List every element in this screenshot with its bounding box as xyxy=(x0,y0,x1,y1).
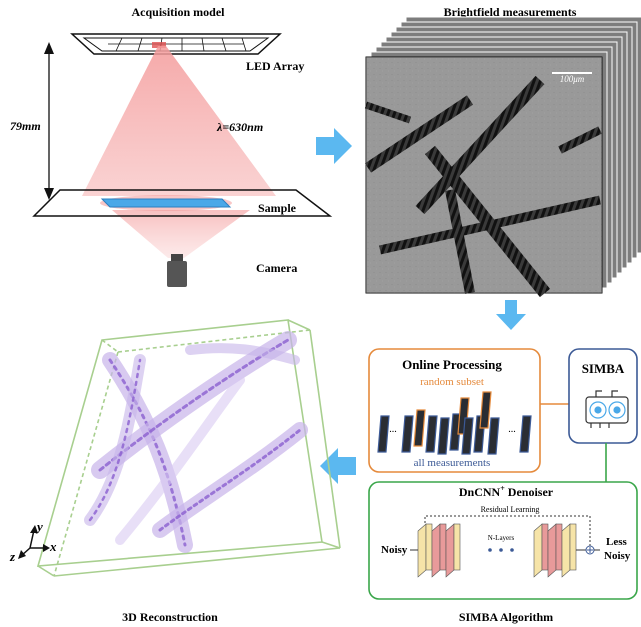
sample-stage xyxy=(32,189,333,217)
simba-label: SIMBA xyxy=(582,361,625,376)
scale-bar-label: 100μm xyxy=(560,74,585,84)
measurement-tiles xyxy=(377,391,532,455)
axis-z-label: z xyxy=(9,549,16,564)
less-label: Less xyxy=(606,536,628,548)
residual-label: Residual Learning xyxy=(481,505,540,514)
fiber-structures xyxy=(84,331,308,553)
cnn-layers: N-Layers xyxy=(417,523,577,578)
led-array xyxy=(70,33,282,55)
selected-measurement-tile xyxy=(479,391,492,429)
acquisition-title: Acquisition model xyxy=(131,5,225,19)
measurements-title: Brightfield measurements xyxy=(444,5,577,19)
axis-triad xyxy=(18,525,50,559)
distance-label: 79mm xyxy=(10,119,41,133)
algorithm-caption: SIMBA Algorithm xyxy=(459,610,553,624)
camera-label: Camera xyxy=(256,261,297,275)
random-subset-label: random subset xyxy=(420,376,484,388)
measurement-tile xyxy=(437,417,450,455)
front-measurement-image: 100μm xyxy=(364,56,603,298)
acquisition-panel: Acquisition model LED Array xyxy=(10,5,333,287)
ellipsis-left: ... xyxy=(389,424,397,435)
led-array-label: LED Array xyxy=(246,59,304,73)
measurement-tile xyxy=(461,417,474,455)
ellipsis-right: ... xyxy=(508,424,516,435)
arrow-right-icon xyxy=(316,128,352,164)
measurement-tile xyxy=(401,415,414,453)
camera-icon xyxy=(167,254,187,287)
illumination-cone xyxy=(82,46,276,196)
measurement-tile xyxy=(487,417,500,455)
residual-connection xyxy=(424,515,591,548)
noisy-input-label: Noisy xyxy=(381,544,408,556)
online-processing-title: Online Processing xyxy=(402,357,502,372)
layer-group-right xyxy=(533,523,577,578)
measurement-tile xyxy=(377,415,390,453)
sample-label: Sample xyxy=(258,201,297,215)
distance-arrow xyxy=(44,42,54,200)
layer-group-left xyxy=(417,523,461,578)
transmitted-cone xyxy=(112,210,250,258)
reconstruction-panel: y x z 3D Reconstruction xyxy=(9,319,341,624)
denoiser-title: DnCNN+ Denoiser xyxy=(459,484,554,499)
selected-measurement-tile xyxy=(413,409,426,447)
volume-box xyxy=(36,319,341,577)
axis-x-label: x xyxy=(49,539,57,554)
wavelength-label: λ=630nm xyxy=(216,120,263,134)
algorithm-panel: Online Processing random subset ... ... … xyxy=(368,348,638,624)
axis-y-label: y xyxy=(35,519,43,534)
sample-slide xyxy=(100,198,232,208)
reconstruction-caption: 3D Reconstruction xyxy=(122,610,218,624)
gpu-icon xyxy=(585,390,629,428)
measurement-tile xyxy=(519,415,532,453)
n-layers-label: N-Layers xyxy=(488,534,515,542)
all-measurements-label: all measurements xyxy=(414,457,491,469)
measurement-tile xyxy=(449,413,462,451)
less-noisy-label: Noisy xyxy=(604,550,631,562)
measurements-panel: Brightfield measurements 100μm xyxy=(364,5,641,298)
arrow-left-icon xyxy=(320,448,356,484)
measurement-tile xyxy=(425,415,438,453)
arrow-down-icon xyxy=(496,300,526,330)
